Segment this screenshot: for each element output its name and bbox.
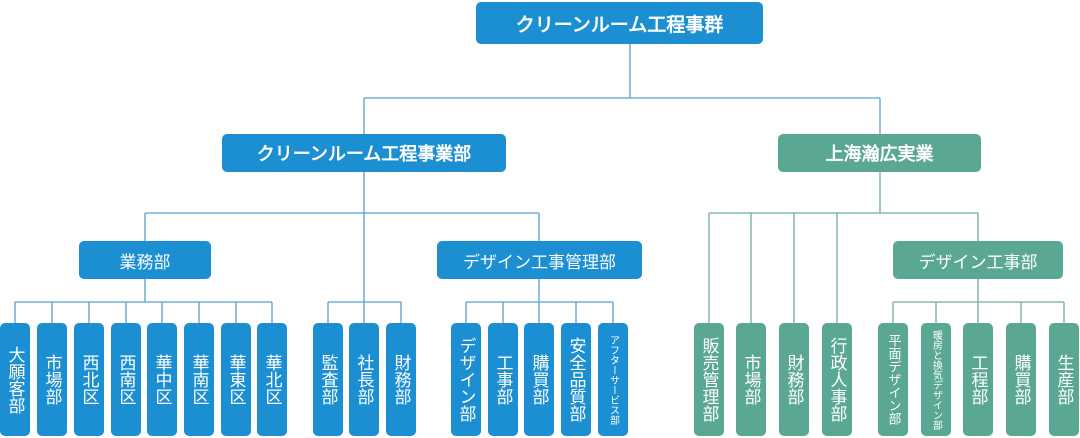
shanghai-unit: 販売管理部 <box>694 323 724 436</box>
shanghai-design-unit: 工程部 <box>963 323 993 436</box>
cleanroom-division-node: クリーンルーム工程事業部 <box>222 134 506 172</box>
shanghai-design-unit: 暖房と換気デザイン部 <box>921 323 951 436</box>
sales-unit: 華南区 <box>184 323 214 436</box>
sales-dept-node: 業務部 <box>79 241 211 279</box>
design-mgmt-unit: 安全品質部 <box>561 323 591 436</box>
shanghai-design-unit: 平面デザイン部 <box>878 323 908 436</box>
design-mgmt-node: デザイン工事管理部 <box>437 241 642 279</box>
shanghai-design-unit: 購買部 <box>1006 323 1036 436</box>
shanghai-unit: 行政人事部 <box>822 323 852 436</box>
shanghai-design-node: デザイン工事部 <box>893 241 1063 279</box>
shanghai-division-node: 上海瀚広実業 <box>778 134 981 172</box>
sales-unit: 華中区 <box>147 323 177 436</box>
shanghai-unit: 市場部 <box>736 323 766 436</box>
sales-unit: 華東区 <box>221 323 251 436</box>
design-mgmt-unit: 工事部 <box>488 323 518 436</box>
admin-unit: 監査部 <box>313 323 343 436</box>
design-mgmt-unit: 購買部 <box>524 323 554 436</box>
shanghai-unit: 財務部 <box>779 323 809 436</box>
design-mgmt-unit: アフターサービス部 <box>598 323 628 436</box>
admin-unit: 財務部 <box>386 323 416 436</box>
sales-unit: 西北区 <box>74 323 104 436</box>
admin-unit: 社長部 <box>349 323 379 436</box>
sales-unit: 市場部 <box>37 323 67 436</box>
design-mgmt-unit: デザイン部 <box>451 323 481 436</box>
shanghai-design-unit: 生産部 <box>1049 323 1079 436</box>
root-node: クリーンルーム工程事群 <box>476 2 763 44</box>
sales-unit: 西南区 <box>111 323 141 436</box>
sales-unit: 大願客部 <box>0 323 30 436</box>
sales-unit: 華北区 <box>257 323 287 436</box>
